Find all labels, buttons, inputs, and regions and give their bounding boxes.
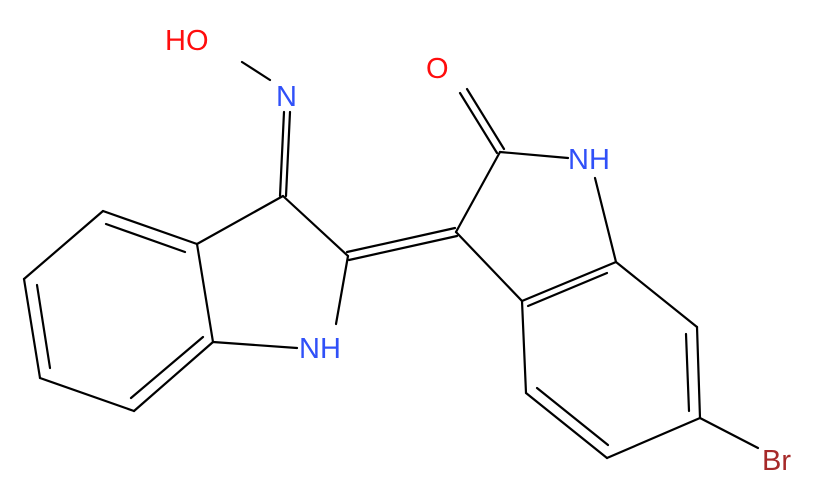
- bond-c5p-c4p: [524, 391, 609, 460]
- bond-central-double-b: [347, 234, 459, 262]
- bond-c4-c5: [22, 209, 105, 281]
- bond-c5-c6: [22, 277, 42, 380]
- bond-carbonyl-a: [458, 91, 499, 155]
- bond-c3-n-double-a: [278, 110, 286, 198]
- hydroxyl-label: HO: [165, 25, 209, 57]
- bond-carbonyl-b: [465, 87, 506, 151]
- bond-c3p-c3ap: [454, 230, 524, 303]
- amide-nh-label: NH: [568, 144, 610, 176]
- bond-layer: [22, 60, 760, 460]
- carbonyl-oxygen-label: O: [426, 53, 449, 85]
- bond-c7-c7a-inner: [129, 335, 205, 400]
- bond-c3-c2: [281, 194, 350, 258]
- bond-n1p-c7ap: [593, 176, 618, 264]
- bond-c7ap-c3ap: [520, 260, 618, 303]
- bond-c7p-c6p-inner: [684, 332, 691, 413]
- bond-c7ap-c3ap-inner: [526, 271, 609, 308]
- bond-c2p-n1p: [498, 150, 570, 160]
- bond-c7ap-c7p: [614, 260, 699, 329]
- bond-c4p-c3ap: [520, 299, 528, 395]
- bond-c3p-c2p: [454, 150, 502, 234]
- atom-label-layer: HO N O NH NH Br: [165, 25, 791, 477]
- bond-c6p-c5p: [605, 416, 702, 460]
- oxime-nitrogen-label: N: [276, 81, 297, 113]
- bond-c3-c3a: [195, 194, 285, 246]
- bond-central-double-a: [345, 226, 457, 254]
- bond-oxime-n-o: [240, 60, 272, 82]
- bond-c3a-c4-inner: [104, 222, 187, 254]
- bond-c3a-c4: [101, 209, 199, 246]
- bond-c3a-c7a: [195, 242, 215, 344]
- bond-n1-c7a: [211, 340, 299, 350]
- bond-c6-c7: [38, 376, 136, 413]
- bond-c5-c6-inner: [35, 283, 52, 370]
- bond-c7p-c6p: [695, 325, 702, 420]
- bond-c-br: [698, 416, 760, 450]
- bond-c2-n1: [334, 254, 350, 326]
- indole-nh-label: NH: [299, 333, 341, 365]
- bromine-label: Br: [762, 445, 791, 477]
- bond-c3-n-double-b: [284, 110, 292, 198]
- bond-c5p-c4p-inner: [535, 386, 610, 447]
- bond-c7-c7a: [132, 340, 215, 413]
